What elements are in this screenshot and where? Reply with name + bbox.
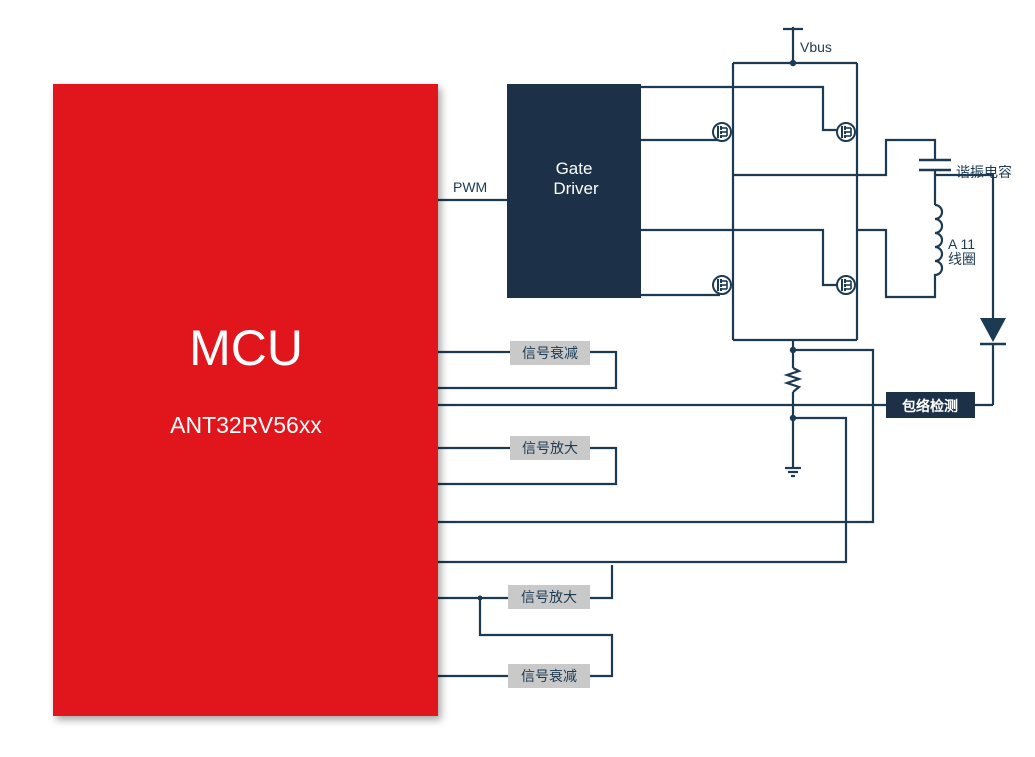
mcu-title: MCU (189, 320, 303, 376)
signal-amplify-bottom-label: 信号放大 (521, 590, 577, 606)
pwm-label: PWM (453, 179, 487, 195)
resonant-capacitor-label: 谐振电容 (956, 164, 1012, 181)
coil-label-line2: 线圈 (948, 252, 976, 268)
mosfet-low-left-icon (712, 275, 732, 295)
envelope-detect-block: 包络检测 (886, 392, 975, 418)
shunt-resistor-icon (783, 367, 803, 393)
signal-block-attenuate-top: 信号衰减 (510, 341, 590, 365)
mcu-block: MCU ANT32RV56xx (53, 84, 438, 716)
diode-icon (980, 318, 1006, 346)
signal-amplify-top-label: 信号放大 (522, 441, 578, 457)
wires (438, 27, 995, 678)
mcu-part-number: ANT32RV56xx (170, 412, 322, 438)
vbus-label: Vbus (800, 39, 832, 55)
junction-dots (477, 59, 797, 601)
gate-driver-block: Gate Driver (507, 84, 641, 298)
signal-block-amplify-bottom: 信号放大 (508, 585, 590, 609)
mosfet-high-left-icon (712, 122, 732, 142)
gate-driver-line1: Gate (556, 159, 593, 178)
gate-driver-line2: Driver (553, 179, 599, 198)
signal-block-attenuate-bottom: 信号衰减 (508, 664, 590, 688)
capacitor-icon (919, 158, 951, 205)
mosfet-low-right-icon (836, 275, 856, 295)
mosfet-high-right-icon (836, 122, 856, 142)
coil-inductor-icon (933, 203, 944, 280)
envelope-detect-label: 包络检测 (902, 398, 958, 415)
coil-label-line1: A 11 (948, 236, 975, 252)
signal-block-amplify-top: 信号放大 (510, 436, 590, 460)
signal-attenuate-bottom-label: 信号衰减 (521, 668, 577, 685)
signal-attenuate-top-label: 信号衰减 (522, 345, 578, 362)
